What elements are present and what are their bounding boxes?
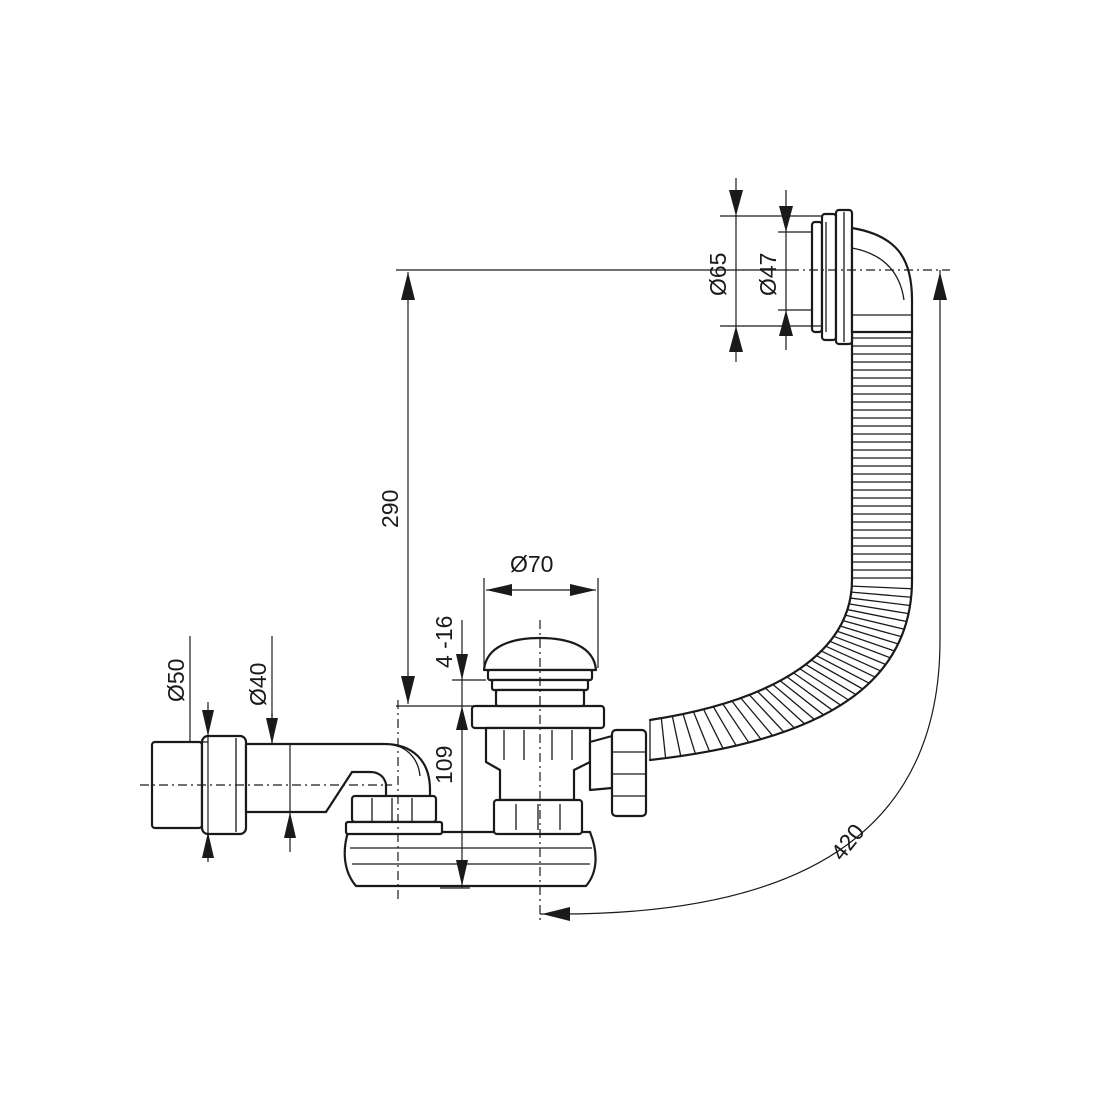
hose-band <box>829 640 886 666</box>
dim-50-arrow-bottom <box>202 832 214 858</box>
dim-40-arrow-top <box>266 718 278 744</box>
dimension-lines <box>189 178 947 921</box>
dim-65-arrow-top <box>729 190 743 216</box>
overflow-face-plate <box>810 220 824 334</box>
hose-band <box>805 663 857 696</box>
hose-band <box>793 672 842 706</box>
hose-band <box>692 711 711 752</box>
overflow-head <box>810 208 914 346</box>
dim-47-arrow-top <box>779 206 793 232</box>
hose-band <box>816 655 870 684</box>
overflow-elbow <box>850 226 914 334</box>
hose-band <box>820 650 876 678</box>
hose-band <box>850 597 911 607</box>
label-overflow-inner-diameter: Ø47 <box>755 253 781 296</box>
label-outlet-inner-diameter: Ø40 <box>245 663 271 706</box>
hose-band <box>836 630 895 652</box>
dim-290-arrow-bottom <box>401 676 415 704</box>
hose-connector-nut <box>610 728 648 818</box>
drain-housing <box>484 726 592 802</box>
flexible-overflow-hose <box>648 328 914 762</box>
outlet-nut-top <box>350 794 438 824</box>
hose-band <box>810 659 864 690</box>
hose-band <box>825 645 881 672</box>
center-lines <box>140 269 950 920</box>
label-hose-length: 420 <box>825 819 869 865</box>
label-height-290: 290 <box>377 490 403 528</box>
hose-band <box>851 591 912 598</box>
hose-band <box>799 668 849 701</box>
hose-outline-inner <box>648 328 854 722</box>
dim-4-16-arrow-top <box>456 654 468 680</box>
overflow-elbow-detail <box>851 247 905 301</box>
drain-flange <box>470 704 606 730</box>
hose-corrugation <box>649 337 912 760</box>
hose-band <box>731 700 762 740</box>
hose-band <box>757 691 795 729</box>
hose-outline-outer <box>648 328 914 762</box>
hose-band <box>772 683 815 721</box>
label-outlet-outer-diameter: Ø50 <box>163 659 189 702</box>
hose-band <box>833 635 891 659</box>
hose-band <box>847 608 907 623</box>
drain-body <box>150 704 648 888</box>
overflow-ring <box>820 212 838 342</box>
label-overflow-outer-diameter: Ø65 <box>705 253 731 296</box>
hose-band <box>660 718 667 759</box>
dim-50-arrow-top <box>202 710 214 736</box>
outlet-nut-bottom <box>344 820 444 836</box>
hose-band <box>722 703 750 743</box>
dim-40-arrow-bottom <box>284 812 296 838</box>
hose-band <box>848 603 909 615</box>
hose-band <box>764 687 806 725</box>
hose-band <box>779 680 825 716</box>
dim-420-arrow-left <box>542 907 570 921</box>
hose-band <box>712 706 737 747</box>
hose-band <box>671 716 682 757</box>
dim-109-arrow-bottom <box>456 860 468 886</box>
hose-band <box>702 708 724 749</box>
label-plug-diameter: Ø70 <box>510 551 553 577</box>
label-trap-height: 109 <box>431 746 457 784</box>
dim-65-arrow-bottom <box>729 326 743 352</box>
trap-base <box>343 830 597 888</box>
outlet-bend-detail <box>383 743 421 777</box>
dim-420-arrow-top <box>933 272 947 300</box>
dim-70-arrow-left <box>486 584 512 596</box>
dim-4-16-arrow-bottom <box>456 706 468 730</box>
dim-70-arrow-right <box>570 584 596 596</box>
dim-290-arrow-top <box>401 272 415 300</box>
dim-47-arrow-bottom <box>779 310 793 336</box>
label-plug-lift-range: 4 -16 <box>431 616 457 668</box>
dim-420-arc <box>559 280 941 915</box>
hose-band <box>748 694 785 733</box>
hose-band <box>740 697 774 737</box>
hose-band <box>851 585 912 590</box>
hose-band <box>842 619 902 638</box>
hose-band <box>786 676 833 711</box>
hose-band <box>840 625 899 645</box>
hose-band <box>845 614 905 630</box>
hose-band <box>682 713 696 754</box>
hose-connector <box>588 734 614 792</box>
